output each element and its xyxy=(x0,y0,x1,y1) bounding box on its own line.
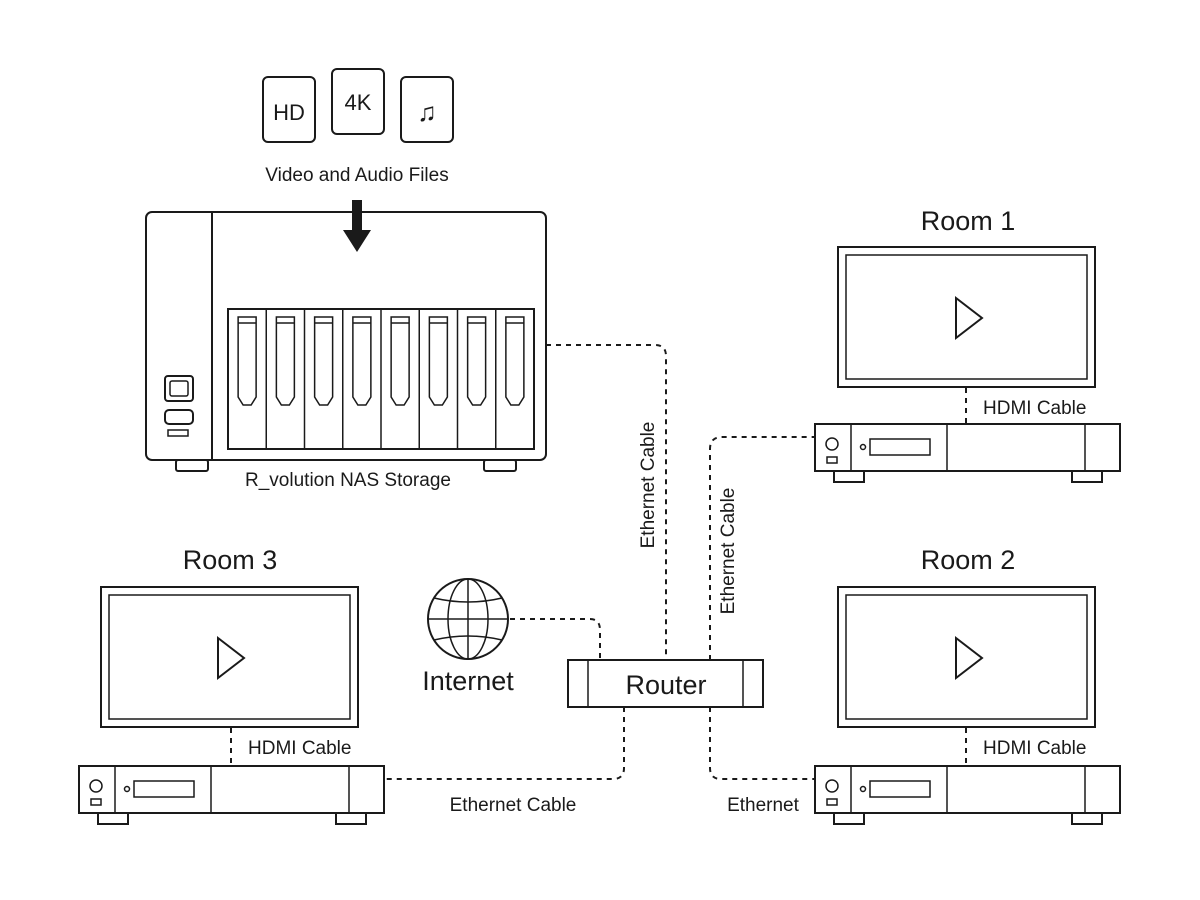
room3-player xyxy=(78,765,385,825)
down-arrow-icon xyxy=(343,200,371,252)
nas-device xyxy=(145,211,547,472)
room3-hdmi-label: HDMI Cable xyxy=(248,738,351,759)
cable-label-router-room2: Ethernet xyxy=(727,795,800,816)
drive-bay xyxy=(313,316,334,406)
play-icon xyxy=(217,635,246,681)
room2-title: Room 2 xyxy=(921,545,1016,575)
room1-tv xyxy=(837,246,1096,388)
room3-title: Room 3 xyxy=(183,545,278,575)
room2-player xyxy=(814,765,1121,825)
room2-tv xyxy=(837,586,1096,728)
cable-label-router-room3: Ethernet Cable xyxy=(450,795,577,816)
drive-bay xyxy=(466,316,487,406)
room1-player xyxy=(814,423,1121,483)
svg-text:4K: 4K xyxy=(345,90,372,115)
room2-hdmi-label: HDMI Cable xyxy=(983,738,1086,759)
drive-bay xyxy=(237,316,257,406)
cable-router-room2 xyxy=(709,707,815,780)
drive-bay xyxy=(390,316,410,406)
cable-internet-router xyxy=(510,618,601,660)
router-label: Router xyxy=(625,670,706,700)
room1-title: Room 1 xyxy=(921,206,1016,236)
globe-icon xyxy=(427,578,509,660)
svg-text:♫: ♫ xyxy=(417,97,437,127)
room1-hdmi-label: HDMI Cable xyxy=(983,398,1086,419)
drive-bay xyxy=(352,316,372,406)
cable-router-room3 xyxy=(384,707,625,780)
hd-icon: HD xyxy=(262,76,316,143)
files-label: Video and Audio Files xyxy=(265,165,448,186)
cable-router-room1 xyxy=(709,436,815,660)
cable-label-router-room1: Ethernet Cable xyxy=(718,488,739,615)
play-icon xyxy=(955,635,984,681)
svg-text:HD: HD xyxy=(273,100,305,125)
room3-tv xyxy=(100,586,359,728)
drive-bay xyxy=(428,316,449,406)
internet-label: Internet xyxy=(422,666,514,696)
music-note-icon: ♫ xyxy=(400,76,454,143)
drive-bay xyxy=(275,316,296,406)
nas-label: R_volution NAS Storage xyxy=(245,470,451,491)
play-icon xyxy=(955,295,984,341)
drive-bay xyxy=(505,316,525,406)
cable-label-nas-router: Ethernet Cable xyxy=(638,422,659,549)
4k-icon: 4K xyxy=(331,68,385,135)
